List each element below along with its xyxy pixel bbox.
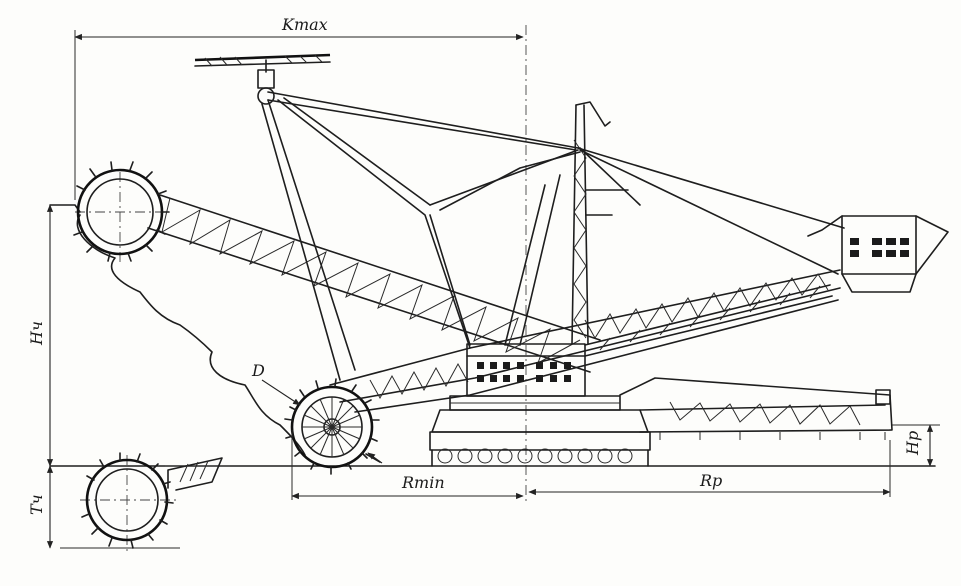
tower-mast: [571, 101, 641, 345]
lower-bucket-wheel: [81, 452, 223, 549]
discharge-conveyor: [619, 377, 893, 440]
label-k-max: Kmax: [281, 15, 328, 34]
label-r-p: Rp: [699, 471, 722, 490]
upper-bucket-wheel: [73, 161, 170, 262]
label-d: D: [251, 361, 265, 380]
dimension-lines: [46, 30, 940, 549]
top-pulley-block: [194, 53, 331, 105]
label-t-ch: Tч: [27, 494, 46, 515]
crawler-tracks: [429, 409, 651, 467]
stay-cables: [261, 91, 845, 381]
axis-lines: [75, 25, 527, 555]
label-h-ch: Hч: [27, 321, 46, 346]
upper-boom-truss: [147, 194, 601, 373]
working-bucket-wheel: [284, 378, 381, 475]
right-cab: [807, 215, 949, 293]
label-h-p: Hp: [903, 431, 922, 456]
label-r-min: Rmin: [401, 473, 445, 492]
labels: Kmax Hч Tч D Rmin Rp Hp: [27, 15, 922, 515]
face-contour: [76, 214, 306, 456]
